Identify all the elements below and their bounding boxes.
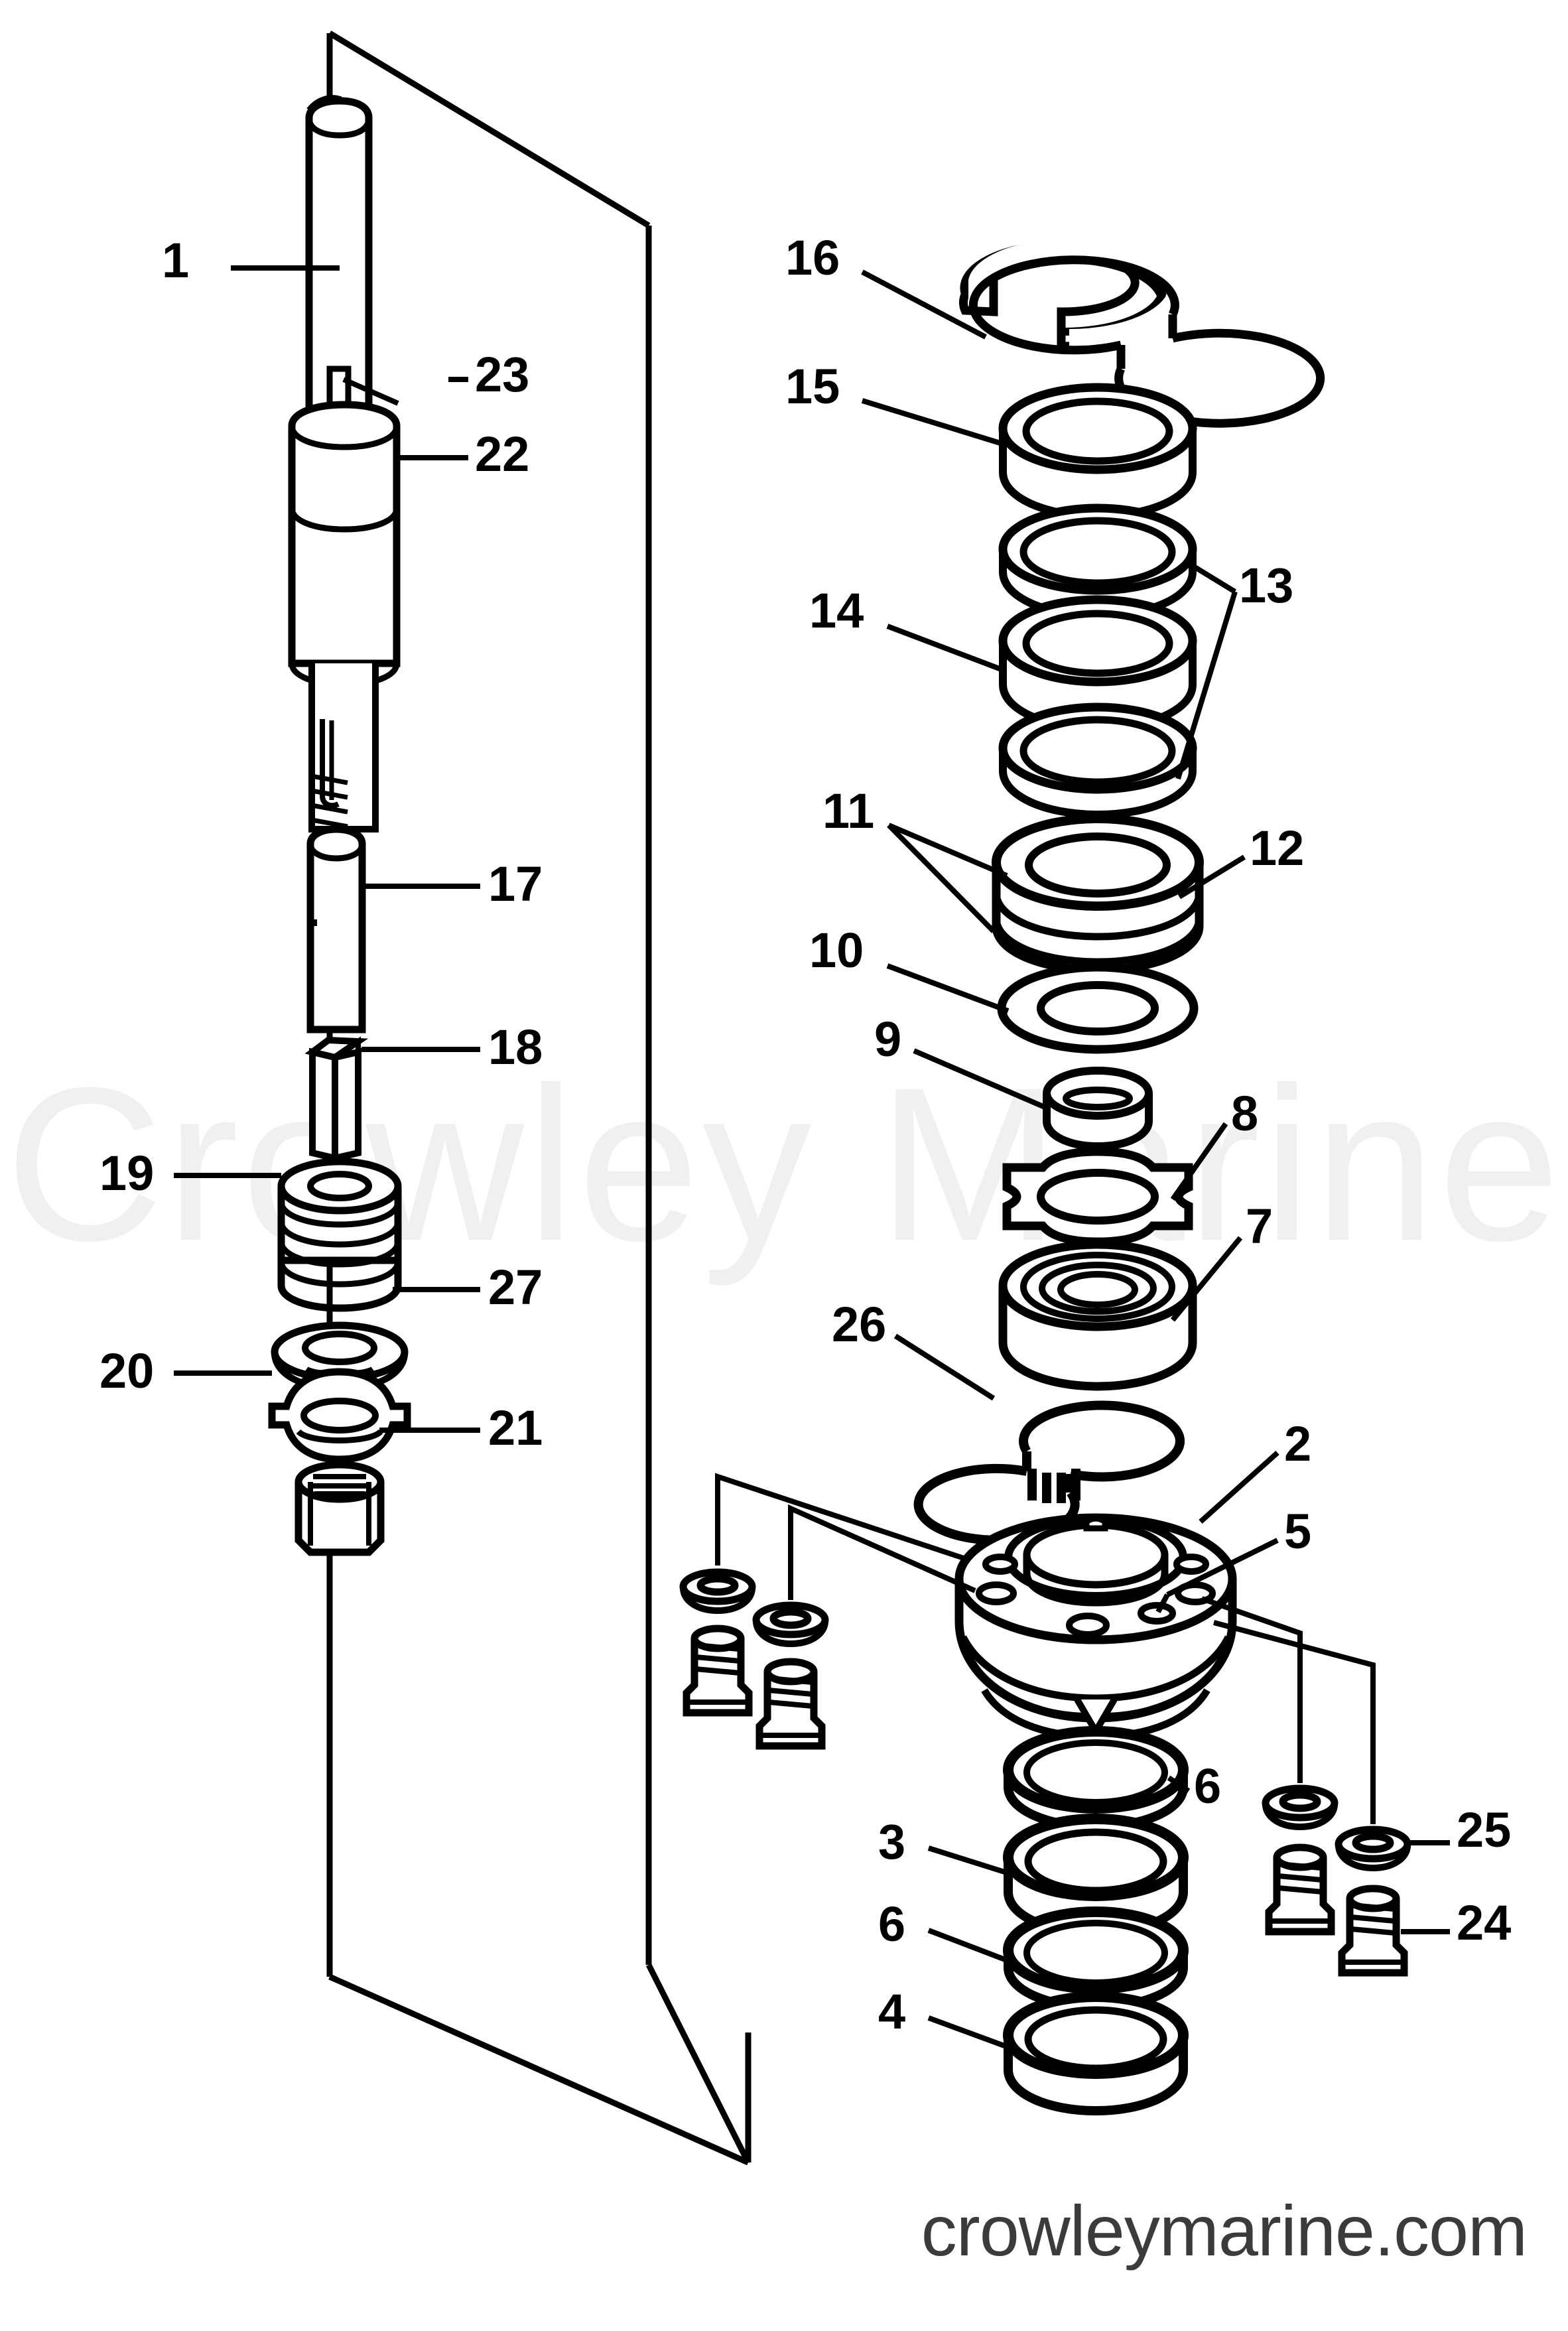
callout-14: 14 — [809, 583, 864, 638]
callout-9: 9 — [874, 1012, 902, 1067]
part-o-ring-6-upper — [1003, 1726, 1189, 1832]
callout-24: 24 — [1457, 1895, 1512, 1950]
callout-2: 2 — [1284, 1416, 1312, 1471]
part-lock-washer-right-b — [1335, 1826, 1411, 1872]
part-bearing-housing-2 — [954, 1513, 1237, 1741]
callout-23: 23 — [475, 347, 530, 402]
part-screw-left-a — [683, 1625, 753, 1717]
callout-12: 12 — [1250, 821, 1305, 876]
callout-6-lower: 6 — [878, 1897, 906, 1952]
part-lock-washer-left-b — [752, 1601, 829, 1648]
callout-20: 20 — [99, 1343, 155, 1398]
callout-27: 27 — [488, 1260, 543, 1315]
callout-26: 26 — [832, 1297, 887, 1352]
part-thrust-washer-27 — [271, 1321, 409, 1393]
part-ball-bearing-7 — [998, 1240, 1197, 1391]
callout-3: 3 — [878, 1814, 906, 1869]
part-cross-washer-8 — [1002, 1147, 1193, 1246]
section-plane-frame — [326, 31, 751, 2166]
callout-16: 16 — [785, 230, 840, 285]
part-bearing-race-14 — [998, 595, 1197, 733]
part-oil-seal-4 — [1003, 1991, 1189, 2116]
callout-17: 17 — [488, 856, 543, 911]
part-o-ring-6-lower — [1003, 1906, 1189, 2013]
brand-url: crowleymarine.com — [921, 2190, 1528, 2271]
part-flat-washer-10 — [997, 963, 1199, 1054]
callout-21: 21 — [488, 1400, 543, 1455]
part-lock-washer-right-a — [1262, 1784, 1339, 1831]
callout-25: 25 — [1457, 1802, 1512, 1857]
part-roller-pin — [306, 825, 366, 1033]
part-bearing-race-15 — [998, 383, 1197, 521]
callout-7: 7 — [1246, 1199, 1274, 1254]
callout-1: 1 — [162, 233, 190, 288]
callout-22: 22 — [475, 427, 530, 482]
callout-11: 11 — [822, 783, 875, 838]
callout-13: 13 — [1239, 558, 1294, 613]
part-tab-lock-washer — [268, 1368, 411, 1463]
callout-6-upper: 6 — [1194, 1759, 1222, 1814]
part-thrust-washer-13-lower — [998, 702, 1197, 819]
part-screw-left-b — [755, 1658, 826, 1750]
callout-5: 5 — [1284, 1504, 1312, 1559]
part-screw-right-b — [1338, 1885, 1408, 1977]
part-screw-right-a — [1265, 1843, 1335, 1936]
leader-lines — [174, 265, 1450, 2054]
part-seal-ring-stack — [992, 814, 1204, 974]
part-key-lower — [304, 919, 369, 1163]
callout-18: 18 — [488, 1020, 543, 1075]
part-spring-washer-stack — [277, 1158, 402, 1312]
shaft-threads — [311, 773, 348, 829]
part-hex-nut — [294, 1461, 385, 1556]
callout-15: 15 — [785, 359, 840, 414]
part-shaft-lower — [308, 663, 379, 832]
part-spacer-ring-9 — [1043, 1067, 1153, 1151]
part-lock-washer-left-a — [679, 1568, 756, 1615]
callout-19: 19 — [99, 1146, 155, 1201]
part-thrust-washer-13-upper — [998, 503, 1197, 620]
callout-10: 10 — [809, 923, 864, 978]
callout-4: 4 — [878, 1984, 906, 2039]
callout-8: 8 — [1231, 1086, 1259, 1141]
part-carrier-sleeve — [288, 401, 401, 688]
